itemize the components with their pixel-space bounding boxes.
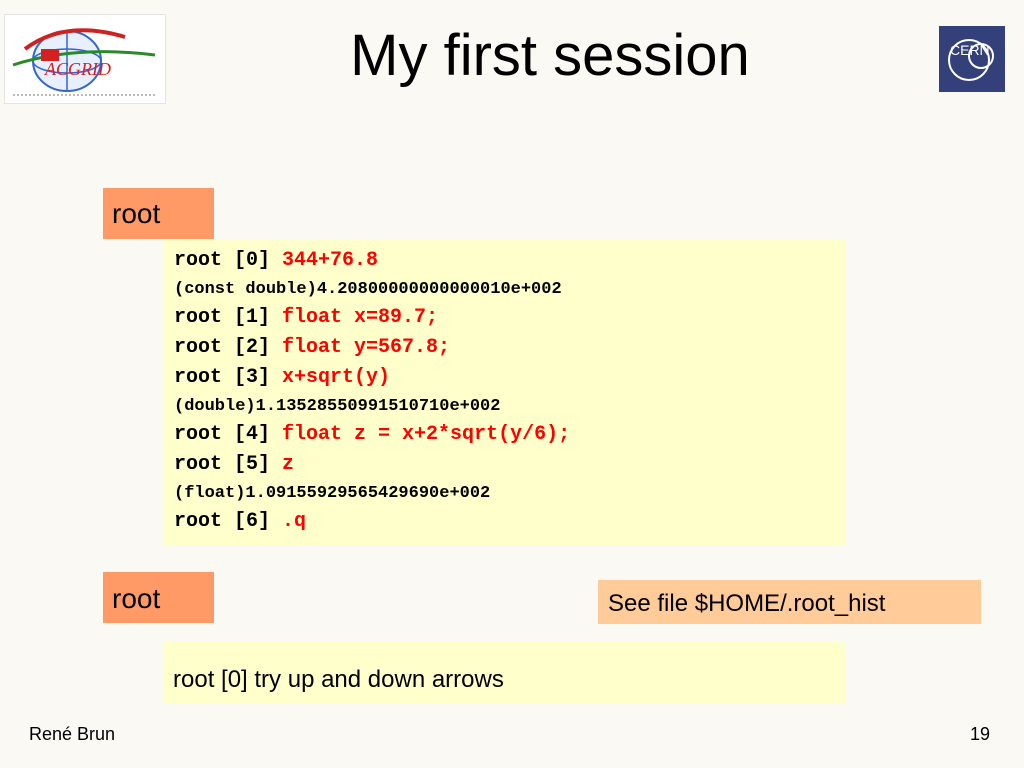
prompt-text: root [1]	[174, 306, 283, 329]
input-text: float x=89.7;	[282, 306, 439, 329]
history-file-note: See file $HOME/.root_hist	[598, 580, 981, 624]
input-text: x+sqrt(y)	[282, 366, 391, 389]
command-line: root [6] .q	[174, 507, 845, 537]
command-line: root [0] 344+76.8	[174, 246, 845, 276]
root-command-tag: root	[103, 188, 214, 239]
svg-text:CERN: CERN	[950, 42, 990, 58]
output-text: (const double)4.20800000000000010e+002	[174, 280, 562, 299]
prompt-text: root [2]	[174, 336, 283, 359]
prompt-text: root [3]	[174, 366, 283, 389]
prompt-text: root [4]	[174, 423, 283, 446]
root-session-code-box: root [0] 344+76.8 (const double)4.2080000…	[164, 240, 845, 546]
hint-text: try up and down arrows	[254, 666, 504, 693]
output-line: (float)1.09155929565429690e+002	[174, 480, 845, 507]
svg-text:ACGRID: ACGRID	[44, 59, 111, 79]
command-line: root [2] float y=567.8;	[174, 333, 845, 363]
input-text: float z = x+2*sqrt(y/6);	[282, 423, 571, 446]
output-text: (float)1.09155929565429690e+002	[174, 484, 491, 503]
slide-title: My first session	[350, 23, 750, 88]
command-line: root [4] float z = x+2*sqrt(y/6);	[174, 420, 845, 450]
history-hint-box: root [0] try up and down arrows	[164, 641, 845, 703]
input-text: float y=567.8;	[282, 336, 451, 359]
output-line: (double)1.13528550991510710e+002	[174, 393, 845, 420]
hint-prompt: root [0]	[173, 666, 248, 693]
command-line: root [1] float x=89.7;	[174, 303, 845, 333]
output-text: (double)1.13528550991510710e+002	[174, 397, 501, 416]
prompt-text: root [0]	[174, 249, 283, 272]
input-text: z	[282, 453, 295, 476]
input-text: .q	[282, 510, 307, 533]
prompt-text: root [5]	[174, 453, 283, 476]
footer-author: René Brun	[29, 724, 116, 744]
command-line: root [5] z	[174, 450, 845, 480]
acgrid-logo: ACGRID	[4, 14, 166, 104]
input-text: 344+76.8	[282, 249, 379, 272]
page-number: 19	[969, 724, 990, 744]
command-line: root [3] x+sqrt(y)	[174, 363, 845, 393]
prompt-text: root [6]	[174, 510, 283, 533]
root-command-tag-2: root	[103, 572, 214, 623]
cern-logo: CERN	[939, 26, 1005, 92]
output-line: (const double)4.20800000000000010e+002	[174, 276, 845, 303]
